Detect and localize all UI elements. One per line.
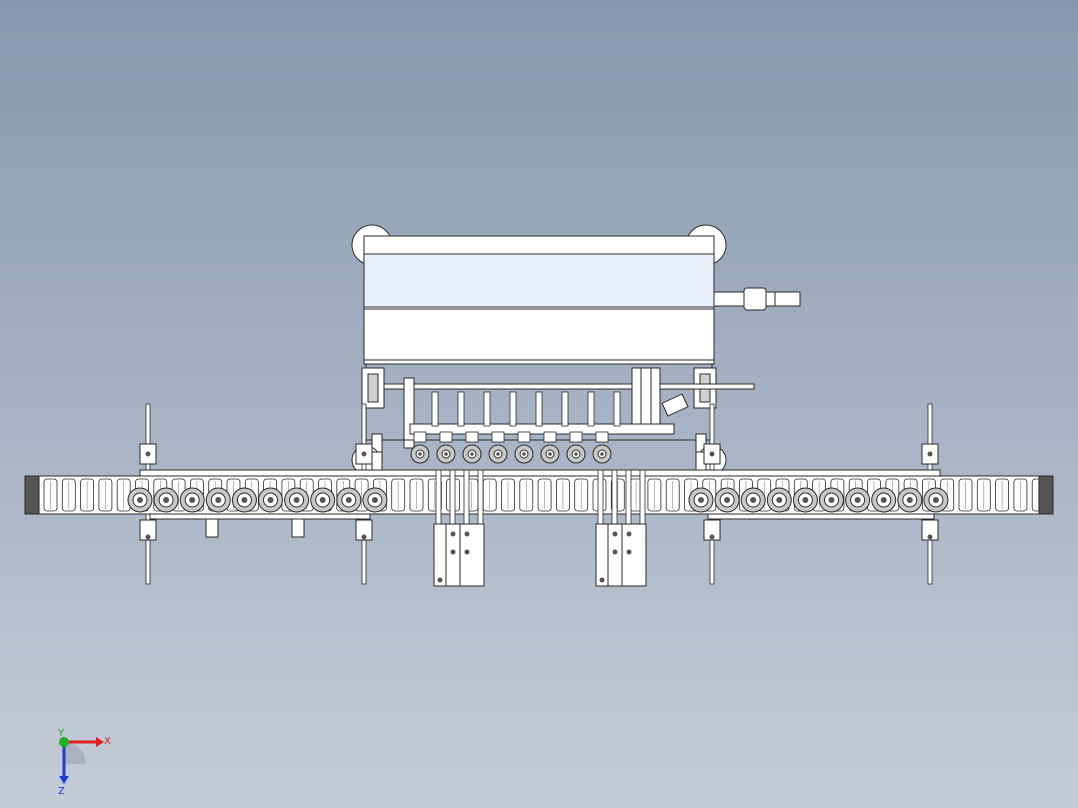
roller xyxy=(362,487,388,513)
piston-rod xyxy=(625,469,632,527)
filling-nozzle xyxy=(514,391,543,464)
roller xyxy=(258,487,283,513)
roller xyxy=(819,487,844,513)
roller xyxy=(205,487,231,513)
post-clamp xyxy=(921,519,939,541)
filling-nozzle xyxy=(462,391,491,464)
roller xyxy=(897,487,923,513)
piston-rod xyxy=(611,469,618,527)
filling-nozzle xyxy=(488,391,517,464)
lower-actuators xyxy=(433,469,647,587)
roller xyxy=(179,487,205,513)
roller xyxy=(871,487,897,513)
roller xyxy=(688,487,714,513)
x-axis-label: X xyxy=(104,736,111,747)
roller xyxy=(792,487,818,513)
lift-cylinder xyxy=(631,367,689,431)
z-axis-label: Z xyxy=(58,786,65,797)
piston-rod xyxy=(639,469,646,527)
piston-rod xyxy=(597,469,604,527)
hopper-assembly xyxy=(351,224,801,365)
roller xyxy=(284,487,310,513)
piston-rod xyxy=(435,469,442,527)
lower-guide-rail-right xyxy=(707,513,935,520)
filling-frame xyxy=(351,363,755,475)
conveyor-assembly xyxy=(24,403,1054,585)
upper-guide-rail xyxy=(139,469,941,477)
piston-rod xyxy=(477,469,484,527)
y-axis-dot xyxy=(59,737,69,747)
y-axis-label: Y xyxy=(57,728,65,739)
piston-rod xyxy=(449,469,456,527)
lower-guide-rail-left xyxy=(149,513,371,520)
post-clamp xyxy=(355,519,373,541)
roller xyxy=(231,487,257,513)
lower-cylinder-left xyxy=(433,523,485,587)
lower-cylinder-right xyxy=(595,523,647,587)
roller xyxy=(923,487,949,513)
roller xyxy=(336,487,362,513)
roller xyxy=(310,487,336,513)
filling-nozzle xyxy=(540,391,569,464)
roller xyxy=(845,487,871,513)
post-clamp xyxy=(703,519,721,541)
inlet-pipe xyxy=(713,287,801,311)
filling-nozzle xyxy=(410,391,439,464)
guide-rod xyxy=(383,383,755,390)
roller xyxy=(740,487,766,513)
filling-nozzle xyxy=(436,391,465,464)
roller xyxy=(714,487,740,513)
filling-nozzles xyxy=(410,391,621,464)
hopper-window-panel xyxy=(363,253,715,308)
piston-rod xyxy=(463,469,470,527)
roller xyxy=(153,487,179,513)
post-clamp xyxy=(139,519,157,541)
bottle-rollers xyxy=(127,487,949,513)
roller xyxy=(127,487,153,513)
filling-nozzle xyxy=(566,391,595,464)
roller xyxy=(766,487,792,513)
axis-triad: X Y Z xyxy=(57,728,111,797)
filling-nozzle xyxy=(592,391,621,464)
